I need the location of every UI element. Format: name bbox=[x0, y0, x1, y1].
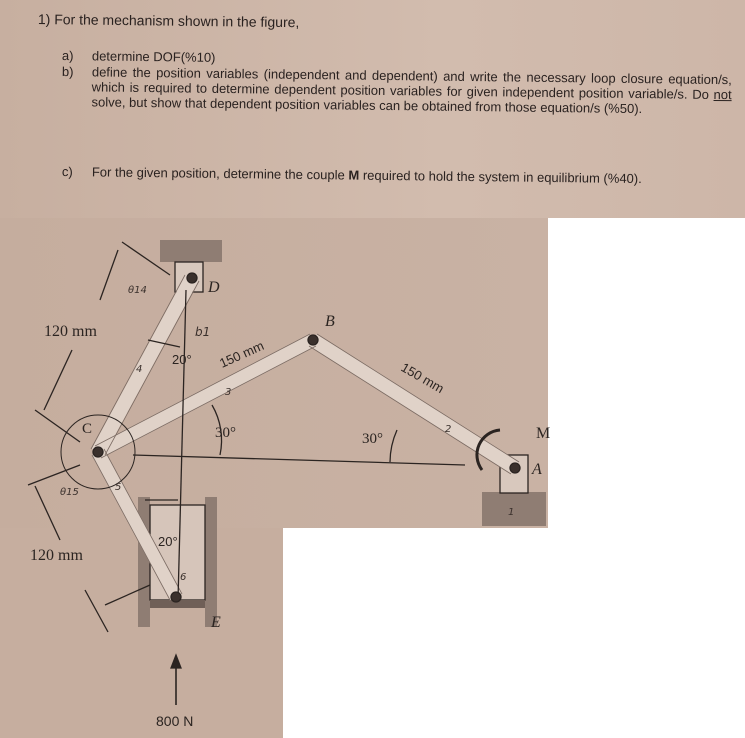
paper-background-mid bbox=[0, 218, 548, 528]
link-ce bbox=[91, 448, 183, 601]
angle-cb: 30° bbox=[215, 425, 236, 441]
link-cb bbox=[94, 333, 317, 459]
angle-ce: 20° bbox=[158, 534, 178, 549]
slider-guide-right bbox=[205, 497, 217, 627]
label-m: M bbox=[536, 425, 550, 442]
ground-top bbox=[160, 240, 222, 262]
force-label: 800 N bbox=[156, 713, 193, 729]
link-2-note: 2 bbox=[445, 424, 451, 435]
horizontal-reference bbox=[132, 454, 466, 466]
theta15-note: θ15 bbox=[60, 487, 79, 498]
vertical-reference bbox=[177, 289, 187, 601]
label-d: D bbox=[207, 279, 220, 296]
joint-b bbox=[307, 334, 319, 346]
slider-base bbox=[150, 600, 205, 608]
link-ba bbox=[309, 334, 519, 474]
label-c: C bbox=[82, 421, 92, 437]
label-e: E bbox=[210, 614, 221, 631]
paper-background-top bbox=[0, 0, 745, 218]
joint-d bbox=[186, 272, 198, 284]
joint-a bbox=[509, 462, 521, 474]
link-3-note: 3 bbox=[225, 387, 231, 398]
angle-ba: 30° bbox=[362, 431, 383, 447]
ground-1-note: 1 bbox=[508, 507, 514, 518]
theta14-note: θ14 bbox=[128, 285, 147, 296]
label-b: B bbox=[325, 313, 335, 330]
link-cd bbox=[91, 274, 199, 456]
link-4-note: 4 bbox=[136, 364, 142, 375]
label-a: A bbox=[531, 461, 542, 478]
ground-a bbox=[482, 492, 546, 526]
link-6-note: 6 bbox=[180, 572, 186, 583]
b1-note: b1 bbox=[195, 325, 210, 339]
link-5-note: 5 bbox=[115, 482, 121, 493]
angle-cd: 20° bbox=[172, 352, 192, 367]
dim-cd: 120 mm bbox=[44, 323, 97, 340]
joint-e bbox=[170, 591, 182, 603]
joint-c bbox=[92, 446, 104, 458]
dim-ce: 120 mm bbox=[30, 547, 83, 564]
